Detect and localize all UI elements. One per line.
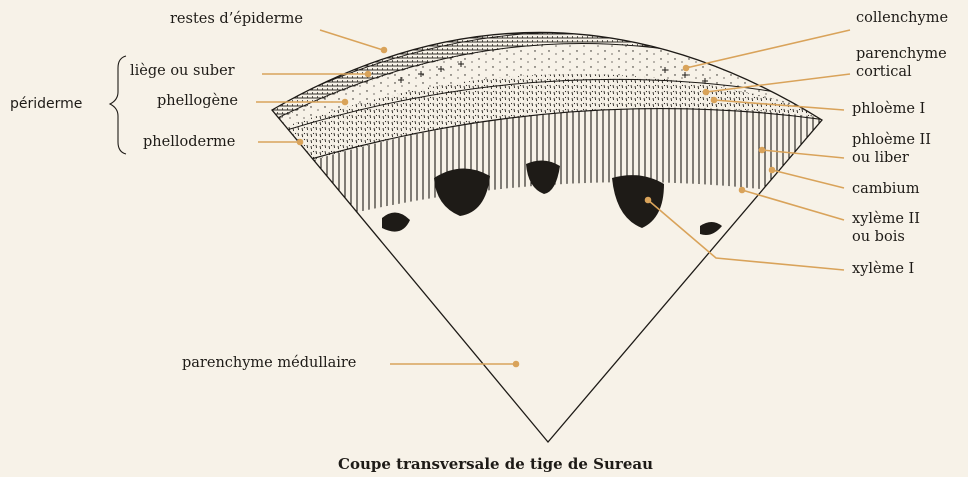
label-collenchyme: collenchyme [856,10,948,27]
diagram-caption: Coupe transversale de tige de Sureau [338,455,653,473]
label-parenchyme-cortical-line1: parenchyme [856,46,947,63]
label-phellogene: phellogène [157,93,238,110]
label-restes-epiderme: restes d’épiderme [170,11,303,28]
label-liege-suber: liège ou suber [130,63,235,80]
label-cambium: cambium [852,181,920,198]
label-xyleme-2-line2: ou bois [852,229,905,246]
label-xyleme-2-line1: xylème II [852,211,920,228]
label-phelloderme: phelloderme [143,134,235,151]
label-phloeme-1: phloème I [852,101,925,118]
label-xyleme-1: xylème I [852,261,914,278]
label-parenchyme-cortical-line2: cortical [856,64,912,81]
periderm-brace [110,56,126,154]
label-parenchyme-medullaire: parenchyme médullaire [182,355,356,372]
label-phloeme-2-line2: ou liber [852,150,909,167]
label-periderme: périderme [10,96,82,113]
pith-region [250,187,840,460]
label-phloeme-2-line1: phloème II [852,132,931,149]
